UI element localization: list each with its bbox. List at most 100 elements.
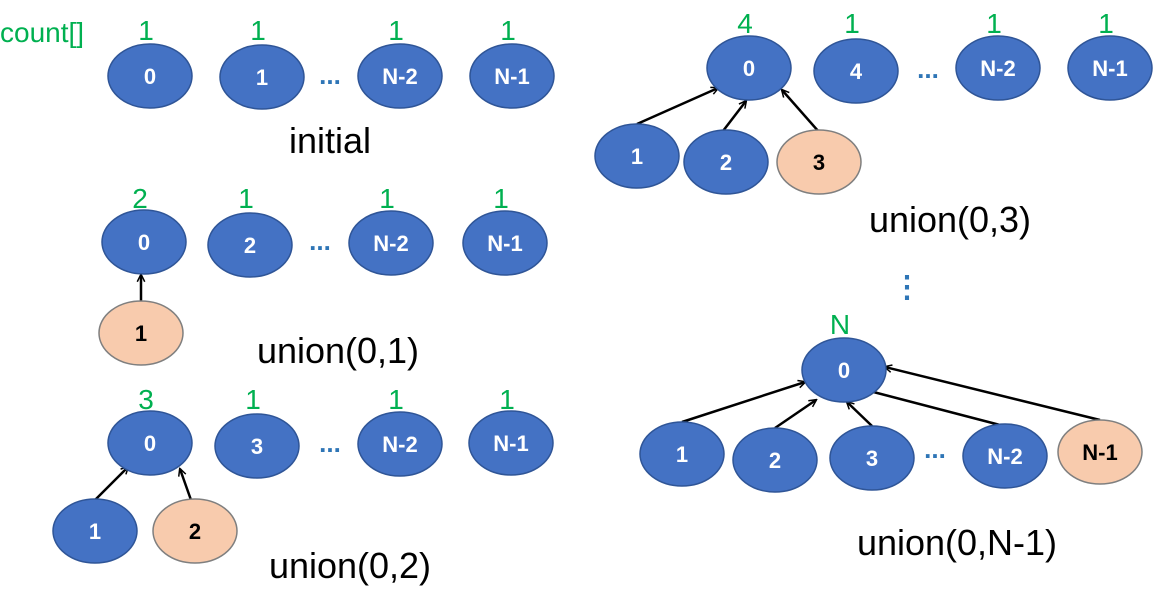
initial-root-node-1-shape — [219, 44, 305, 110]
union-0-n-1-child-node-4-label: N-1 — [1082, 440, 1117, 465]
union-0-2-root-node-1-shape — [214, 413, 300, 479]
union-0-n-1-child-node-0-shape — [639, 421, 725, 487]
union-0-3-parent-arrow-1 — [722, 101, 746, 132]
initial-root-node-1-label: 1 — [256, 65, 268, 90]
union-0-2-root-node-1: 3 — [214, 413, 300, 479]
union-0-1-child-node-0-shape — [98, 300, 184, 366]
initial-count-2: 1 — [388, 15, 404, 46]
initial-root-node-0: 0 — [107, 43, 193, 109]
union-0-2-root-node-3-shape — [468, 410, 554, 476]
union-0-3-root-node-2: N-2 — [955, 35, 1041, 101]
union-0-2-count-3: 1 — [499, 384, 515, 415]
union-0-n-1-parent-arrow-3 — [858, 388, 1001, 427]
union-0-3-ellipsis: ... — [917, 54, 939, 84]
union-0-1-child-node-0: 1 — [98, 300, 184, 366]
union-0-2-root-node-0-shape — [107, 410, 193, 476]
initial-caption: initial — [289, 120, 371, 161]
union-0-n-1-root-node-0-shape — [801, 337, 887, 403]
vertical-ellipsis: ⋮ — [892, 271, 922, 304]
union-0-3-root-node-3: N-1 — [1067, 35, 1153, 101]
initial-ellipsis: ... — [319, 60, 341, 90]
union-0-2-root-node-2: N-2 — [357, 411, 443, 477]
union-0-3-count-0: 4 — [737, 8, 753, 39]
union-0-1-count-0: 2 — [132, 183, 148, 214]
union-0-3-root-node-2-shape — [955, 35, 1041, 101]
union-0-n-1-child-node-1-label: 2 — [769, 448, 781, 473]
union-0-3-root-node-1: 4 — [813, 38, 899, 104]
union-0-3-root-node-2-label: N-2 — [980, 56, 1015, 81]
initial-root-node-2: N-2 — [357, 43, 443, 109]
union-0-2-child-node-0-shape — [52, 498, 138, 564]
union-0-3-count-3: 1 — [1098, 8, 1114, 39]
union-0-1-count-1: 1 — [238, 183, 254, 214]
union-0-3-child-node-0: 1 — [594, 123, 680, 189]
union-0-3-count-2: 1 — [986, 8, 1002, 39]
union-0-3-caption: union(0,3) — [869, 199, 1031, 240]
union-0-2-count-1: 1 — [245, 384, 261, 415]
union-0-n-1-child-node-3-shape — [962, 423, 1048, 489]
union-0-1-root-node-0-label: 0 — [138, 230, 150, 255]
union-0-3-child-node-2: 3 — [776, 129, 862, 195]
union-0-1-root-node-3-label: N-1 — [487, 231, 522, 256]
count-array-label: count[] — [0, 17, 84, 48]
union-0-n-1-child-node-2: 3 — [829, 425, 915, 491]
union-0-n-1-child-node-4-shape — [1057, 419, 1143, 485]
union-0-1-root-node-0: 0 — [101, 209, 187, 275]
union-0-3-child-node-0-label: 1 — [631, 144, 643, 169]
union-0-3-child-node-2-label: 3 — [813, 150, 825, 175]
union-0-1-count-3: 1 — [493, 183, 509, 214]
initial-root-node-3: N-1 — [469, 43, 555, 109]
union-0-2-parent-arrow-0 — [94, 467, 128, 501]
initial-root-node-0-label: 0 — [144, 64, 156, 89]
union-0-3-count-1: 1 — [844, 8, 860, 39]
union-0-n-1-child-node-4: N-1 — [1057, 419, 1143, 485]
union-0-1-root-node-1: 2 — [207, 212, 293, 278]
union-0-n-1-child-node-2-shape — [829, 425, 915, 491]
union-0-2-child-node-0: 1 — [52, 498, 138, 564]
union-0-2-count-0: 3 — [138, 384, 154, 415]
union-0-2-root-node-3: N-1 — [468, 410, 554, 476]
captions-layer: initialunion(0,1)union(0,2)union(0,3)uni… — [257, 120, 1057, 586]
initial-count-1: 1 — [250, 15, 266, 46]
union-0-n-1-ellipsis: ... — [924, 434, 946, 464]
union-0-2-child-node-0-label: 1 — [89, 519, 101, 544]
union-0-3-child-node-1: 2 — [683, 129, 769, 195]
union-0-n-1-child-node-3-label: N-2 — [987, 444, 1022, 469]
union-0-1-root-node-0-shape — [101, 209, 187, 275]
union-0-2-root-node-2-shape — [357, 411, 443, 477]
union-0-2-child-node-1-label: 2 — [189, 519, 201, 544]
union-0-1-root-node-3-shape — [462, 210, 548, 276]
union-0-3-root-node-1-label: 4 — [850, 59, 863, 84]
union-0-3-child-node-2-shape — [776, 129, 862, 195]
union-0-3-child-node-1-shape — [683, 129, 769, 195]
union-0-n-1-child-node-0: 1 — [639, 421, 725, 487]
initial-root-node-3-label: N-1 — [494, 64, 529, 89]
union-0-1-root-node-2-label: N-2 — [373, 231, 408, 256]
union-0-3-child-node-0-shape — [594, 123, 680, 189]
union-0-n-1-child-node-1-shape — [732, 427, 818, 493]
union-0-n-1-root-node-0: 0 — [801, 337, 887, 403]
union-0-2-ellipsis: ... — [319, 428, 341, 458]
initial-count-3: 1 — [500, 15, 516, 46]
ellipsis-layer: ............... — [309, 54, 946, 464]
initial-count-0: 1 — [138, 15, 154, 46]
union-0-1-caption: union(0,1) — [257, 330, 419, 371]
union-0-3-root-node-3-label: N-1 — [1092, 56, 1127, 81]
union-0-n-1-parent-arrow-2 — [847, 402, 873, 427]
initial-root-node-3-shape — [469, 43, 555, 109]
union-0-1-ellipsis: ... — [309, 226, 331, 256]
union-0-1-root-node-2: N-2 — [348, 210, 434, 276]
initial-root-node-1: 1 — [219, 44, 305, 110]
union-0-n-1-child-node-0-label: 1 — [676, 442, 688, 467]
union-0-2-root-node-3-label: N-1 — [493, 431, 528, 456]
union-0-n-1-root-node-0-label: 0 — [838, 358, 850, 383]
union-0-n-1-parent-arrow-0 — [681, 382, 805, 424]
union-0-1-root-node-3: N-1 — [462, 210, 548, 276]
initial-root-node-2-shape — [357, 43, 443, 109]
union-0-2-count-2: 1 — [388, 384, 404, 415]
union-0-n-1-caption: union(0,N-1) — [857, 522, 1057, 563]
union-0-1-count-2: 1 — [379, 183, 395, 214]
union-0-3-root-node-1-shape — [813, 38, 899, 104]
initial-root-node-0-shape — [107, 43, 193, 109]
